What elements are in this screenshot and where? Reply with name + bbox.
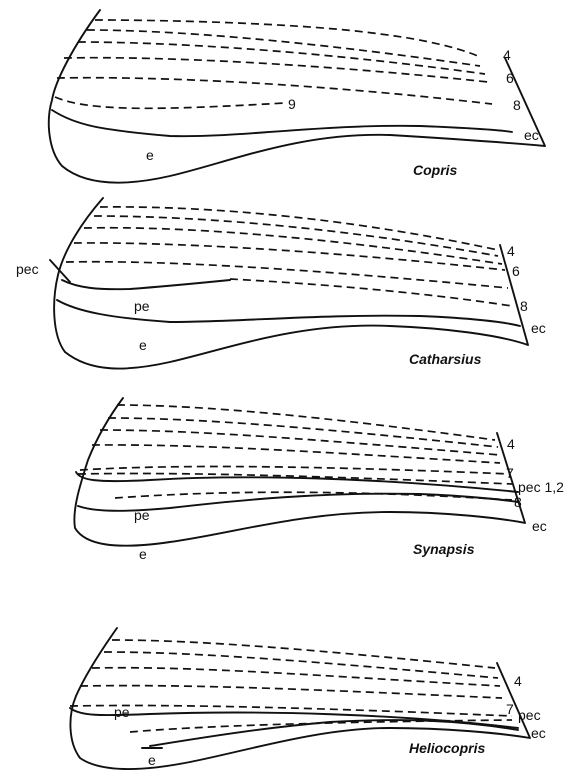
dashed-vein [117, 405, 495, 440]
vein-label-pec: pec [518, 707, 541, 723]
region-label-pe: pe [134, 507, 150, 523]
genus-name: Synapsis [413, 541, 475, 557]
vein-label-4: 4 [514, 673, 522, 689]
dashed-vein [87, 30, 480, 66]
vein-label-ec: ec [524, 127, 539, 143]
vein-label-ec: ec [531, 725, 546, 741]
vein-label-8: 8 [514, 494, 522, 510]
region-label-pe: pe [114, 704, 130, 720]
vein-label-4: 4 [507, 436, 515, 452]
vein-label-8: 8 [513, 97, 521, 113]
solid-vein [76, 472, 518, 492]
panel-catharsius: pec pe 4 6 8 ec e Catharsius [16, 198, 546, 369]
region-label-e: e [139, 546, 147, 562]
solid-vein [62, 280, 230, 289]
panel-heliocopris: 4 7 pec pe ec e Heliocopris [70, 628, 546, 769]
region-label-e: e [139, 337, 147, 353]
vein-label-6: 6 [512, 263, 520, 279]
region-label-pe: pe [134, 298, 150, 314]
dashed-vein [66, 262, 508, 288]
dashed-vein [108, 418, 498, 447]
panel-copris: 4 6 8 9 ec e Copris [49, 10, 545, 183]
dashed-vein [230, 279, 512, 306]
wing-outline [49, 10, 545, 183]
dashed-vein [74, 243, 505, 270]
dashed-vein [80, 686, 502, 698]
vein-label-4: 4 [503, 47, 511, 63]
panel-synapsis: 4 7 pec 1,2 8 pe ec e Synapsis [74, 398, 564, 562]
vein-label-7: 7 [506, 701, 514, 717]
vein-label-4: 4 [507, 243, 515, 259]
dashed-vein [78, 473, 512, 484]
dashed-vein [84, 228, 502, 264]
dashed-vein [55, 97, 285, 108]
genus-name: Heliocopris [409, 740, 485, 756]
dashed-vein [92, 668, 500, 686]
genus-name: Copris [413, 162, 458, 178]
vein-label-8: 8 [520, 298, 528, 314]
region-label-e: e [148, 752, 156, 768]
dashed-vein [92, 445, 500, 463]
solid-vein [52, 110, 512, 136]
dashed-vein [57, 78, 492, 104]
solid-vein [57, 300, 520, 326]
vein-label-7: 7 [506, 465, 514, 481]
vein-label-6: 6 [506, 70, 514, 86]
pec-leader [50, 260, 70, 282]
genus-name: Catharsius [409, 351, 482, 367]
dashed-vein [94, 216, 498, 256]
vein-label-ec: ec [532, 518, 547, 534]
vein-label-pec: pec 1,2 [518, 479, 564, 495]
vein-label-9: 9 [288, 96, 296, 112]
region-label-e: e [146, 147, 154, 163]
vein-label-ec: ec [531, 320, 546, 336]
vein-label-pec: pec [16, 261, 39, 277]
